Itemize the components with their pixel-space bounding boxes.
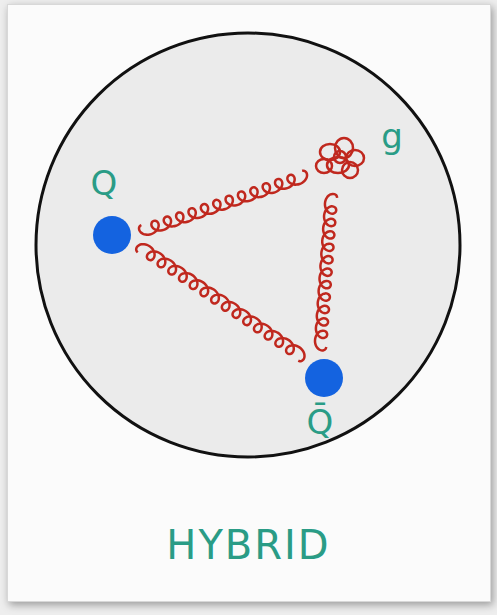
gluon-knot: g — [312, 130, 368, 186]
gluon-knot-scribble — [316, 138, 364, 178]
quark-dot: Q — [93, 216, 131, 254]
caption: HYBRID — [0, 522, 497, 568]
gluon-line — [136, 244, 304, 361]
gluon-line — [315, 194, 337, 351]
gluon-line — [139, 171, 307, 235]
antiquark-dot: Q̄ — [305, 359, 343, 397]
particle-label: g — [381, 119, 403, 153]
particle-label: Q — [91, 166, 118, 200]
hadron-boundary — [36, 33, 460, 457]
particle-label: Q̄ — [307, 405, 334, 439]
